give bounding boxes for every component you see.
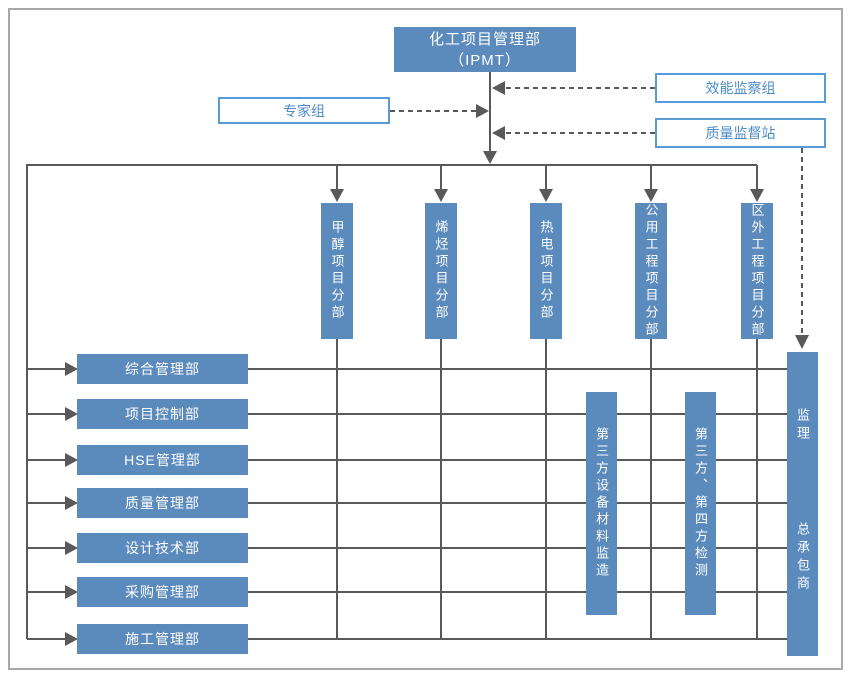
node-third-party-equipment-supervision: 第三方设备材料监造: [586, 392, 617, 615]
node-dept-project-control: 项目控制部: [77, 399, 248, 429]
node-division-methanol: 甲醇项目分部: [321, 203, 353, 339]
node-dept-hse: HSE管理部: [77, 445, 248, 475]
label-supervisor: 监理: [795, 408, 810, 444]
node-division-thermal-power: 热电项目分部: [530, 203, 562, 339]
node-quality-supervision-station: 质量监督站: [655, 118, 826, 148]
department-arrows: [27, 362, 78, 646]
node-dept-design-tech: 设计技术部: [77, 533, 248, 563]
node-dept-construction: 施工管理部: [77, 624, 248, 654]
node-supervisor-contractor: 监理 总承包商: [787, 352, 818, 656]
node-expert-group: 专家组: [218, 97, 390, 124]
node-efficiency-supervision-group: 效能监察组: [655, 73, 826, 103]
arrowhead-quality-station: [492, 126, 505, 140]
node-dept-quality: 质量管理部: [77, 488, 248, 518]
node-third-fourth-party-inspection: 第三方、第四方检测: [685, 392, 716, 615]
node-ipmt-line2: （IPMT）: [449, 51, 521, 69]
node-dept-general-admin: 综合管理部: [77, 354, 248, 384]
node-division-utility-works: 公用工程项目分部: [635, 203, 667, 339]
line-main-spine: [26, 164, 757, 639]
node-ipmt: 化工项目管理部 （IPMT）: [394, 27, 576, 72]
label-general-contractor: 总承包商: [795, 522, 810, 594]
node-division-olefin: 烯烃项目分部: [425, 203, 457, 339]
division-vertical-lines: [336, 339, 758, 639]
node-dept-procurement: 采购管理部: [77, 577, 248, 607]
node-division-offsite-works: 区外工程项目分部: [741, 203, 773, 339]
division-drop-arrows: [330, 165, 764, 202]
dashed-connectors: [390, 81, 809, 349]
arrowhead-ipmt-drop: [483, 151, 497, 164]
arrowhead-to-supervisor: [795, 335, 809, 349]
solid-connectors: [26, 72, 787, 646]
node-ipmt-line1: 化工项目管理部: [428, 30, 541, 48]
arrowhead-efficiency: [492, 81, 505, 95]
arrowhead-expert: [476, 104, 489, 118]
